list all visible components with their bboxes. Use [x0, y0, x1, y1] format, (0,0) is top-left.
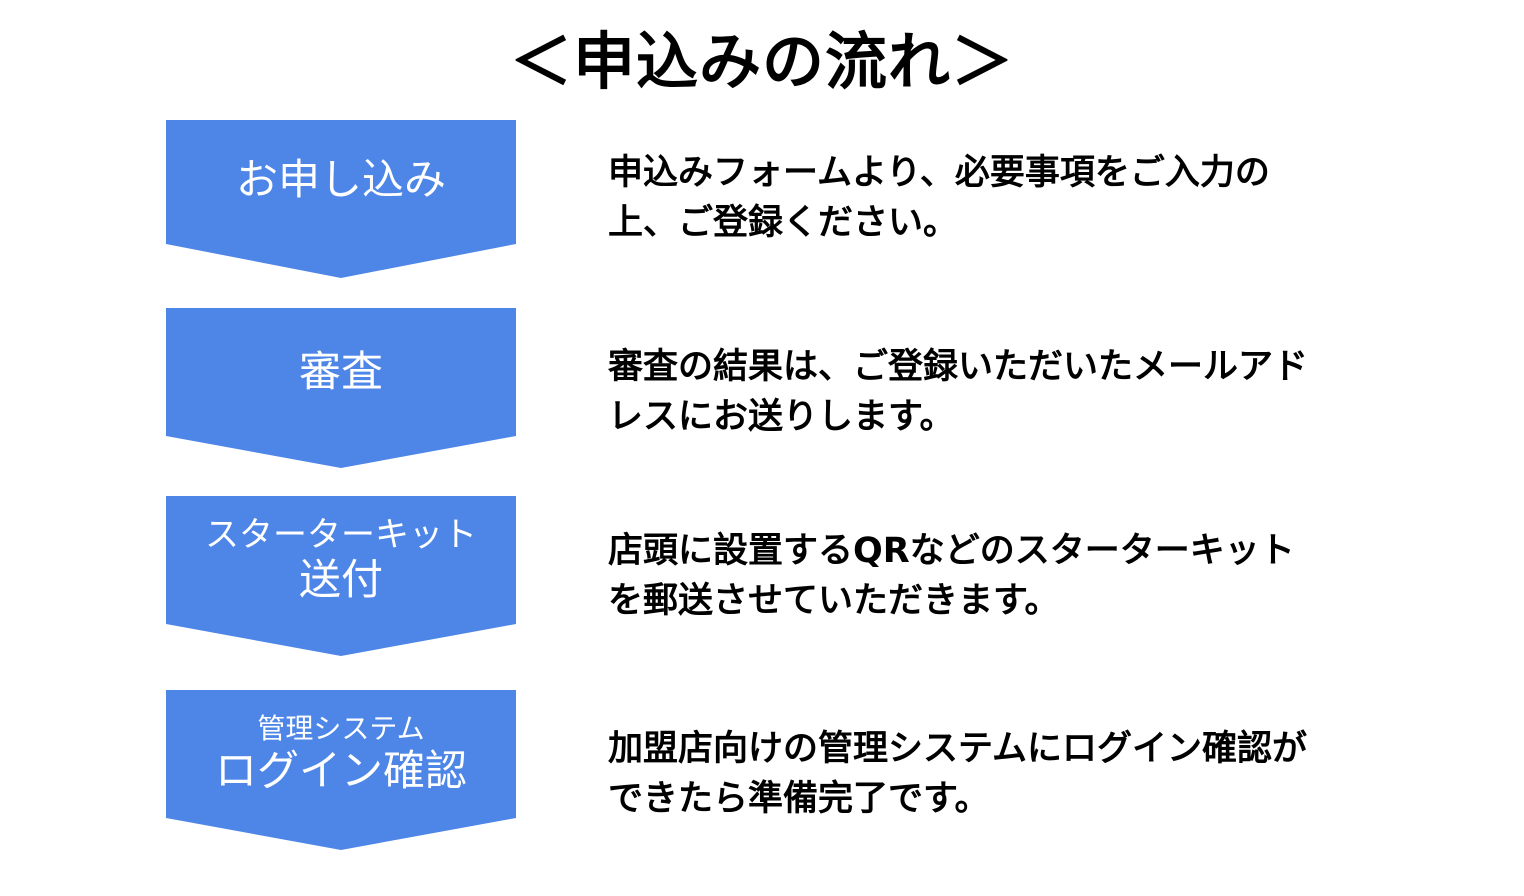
step-description-line2: 上、ご登録ください。	[608, 203, 959, 243]
arrow-shape	[166, 690, 516, 850]
step-description-line1: 審査の結果は、ご登録いただいたメールアド	[608, 347, 1309, 387]
step-label: 管理システム ログイン確認	[166, 690, 516, 818]
arrow-shape	[166, 308, 516, 468]
step-description-line1: 店頭に設置するQRなどのスターターキット	[608, 531, 1295, 571]
arrow-shape	[166, 496, 516, 656]
step-description: 申込みフォームより、必要事項をご入力の 上、ご登録ください。	[608, 148, 1388, 248]
arrow-shape	[166, 120, 516, 278]
step-arrow: お申し込み	[166, 120, 516, 280]
step-description-line1: 加盟店向けの管理システムにログイン確認が	[608, 729, 1307, 769]
step-arrow: 管理システム ログイン確認	[166, 690, 516, 850]
step-label-line2: ログイン確認	[214, 746, 467, 795]
step-apply: お申し込み 申込みフォームより、必要事項をご入力の 上、ご登録ください。	[0, 120, 1524, 280]
step-login-check: 管理システム ログイン確認 加盟店向けの管理システムにログイン確認が できたら準…	[0, 690, 1524, 850]
step-arrow: スターターキット 送付	[166, 496, 516, 656]
step-starter-kit: スターターキット 送付 店頭に設置するQRなどのスターターキット を郵送させてい…	[0, 496, 1524, 656]
step-description: 店頭に設置するQRなどのスターターキット を郵送させていただきます。	[608, 526, 1388, 626]
page-title: ＜申込みの流れ＞	[509, 25, 1014, 98]
step-arrow: 審査	[166, 308, 516, 468]
step-description: 加盟店向けの管理システムにログイン確認が できたら準備完了です。	[608, 724, 1388, 824]
step-label-line1: 審査	[298, 347, 383, 396]
step-label-line1: お申し込み	[235, 155, 446, 204]
step-description-line1: 申込みフォームより、必要事項をご入力の	[608, 153, 1270, 193]
step-label-line2: 送付	[298, 555, 383, 604]
step-description-line2: レスにお送りします。	[608, 397, 955, 437]
step-review: 審査 審査の結果は、ご登録いただいたメールアド レスにお送りします。	[0, 308, 1524, 468]
step-label: お申し込み	[166, 120, 516, 240]
step-description-line2: を郵送させていただきます。	[608, 581, 1060, 621]
step-label: スターターキット 送付	[166, 496, 516, 624]
step-description: 審査の結果は、ご登録いただいたメールアド レスにお送りします。	[608, 342, 1388, 442]
step-label-line1: スターターキット	[205, 515, 477, 555]
step-description-line2: できたら準備完了です。	[608, 779, 990, 819]
step-label: 審査	[166, 308, 516, 436]
step-label-line1: 管理システム	[257, 712, 425, 745]
